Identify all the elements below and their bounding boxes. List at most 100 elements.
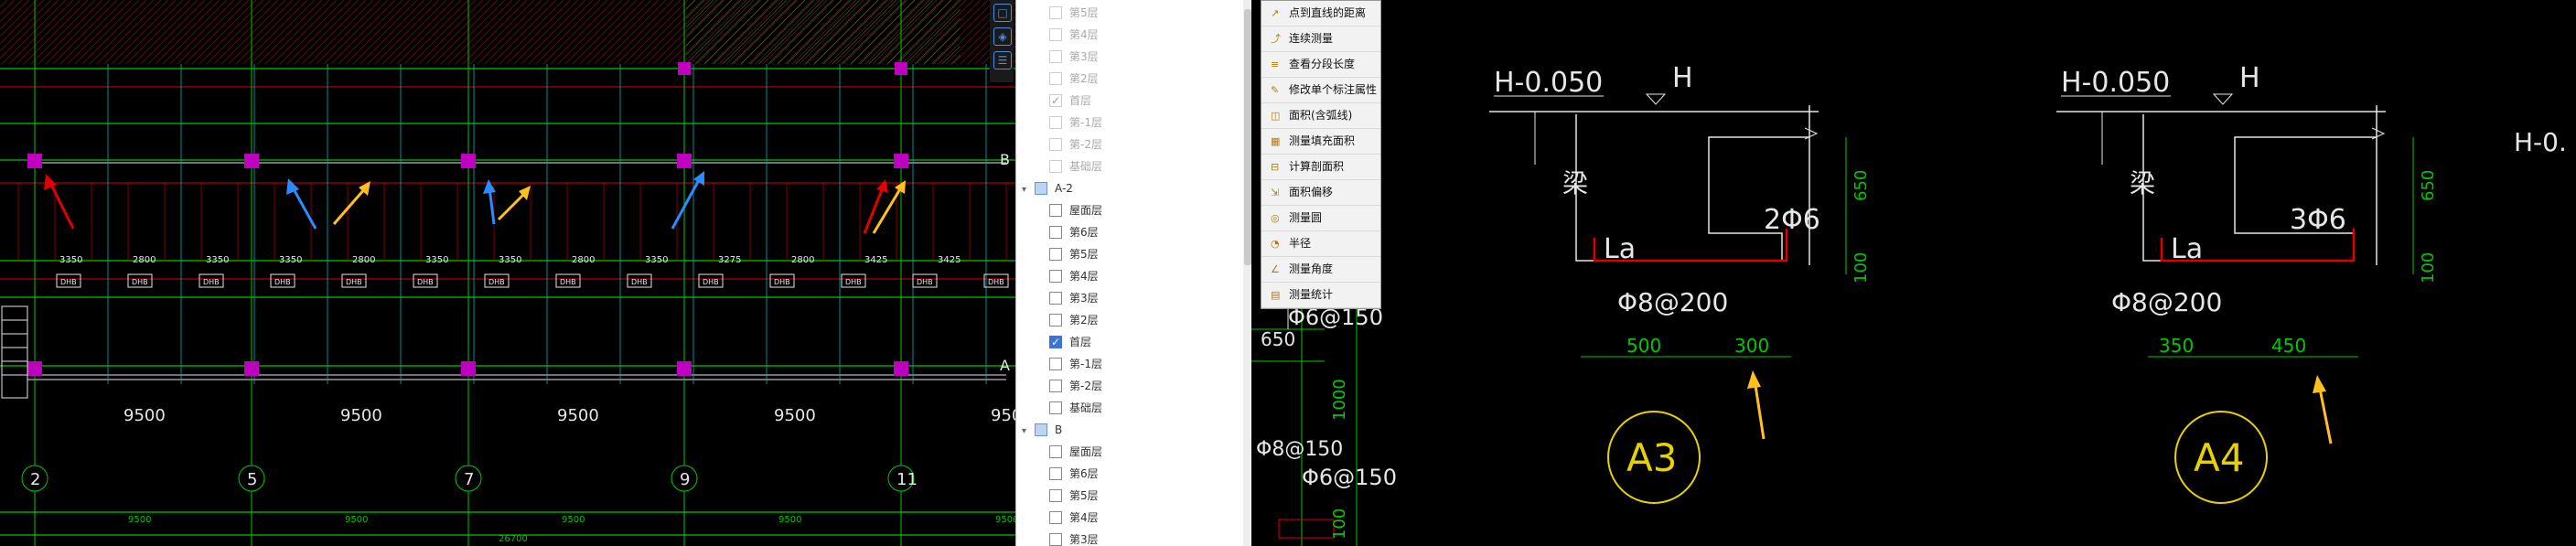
tree-item-label: 第5层 xyxy=(1069,6,1099,19)
tree-floor-item[interactable]: 首层 xyxy=(1049,331,1091,353)
grid-lines-horizontal xyxy=(0,68,1015,536)
tree-floor-item[interactable]: 第-2层 xyxy=(1049,134,1102,155)
tree-group-b[interactable]: ▾B xyxy=(1022,419,1062,441)
tree-floor-item[interactable]: 第-1层 xyxy=(1049,353,1102,375)
tree-floor-item[interactable]: 第-1层 xyxy=(1049,112,1102,134)
tree-floor-item[interactable]: 第2层 xyxy=(1049,309,1099,331)
floor-checkbox[interactable] xyxy=(1049,313,1062,327)
room-box xyxy=(341,273,367,288)
right-cad-viewport[interactable]: 150 650 Φ6@150 Φ8@150 Φ6@150 850 600 150… xyxy=(1251,0,2576,546)
menu-item-edit-annotation[interactable]: ✎修改单个标注属性 xyxy=(1261,78,1380,103)
tree-item-label: A-2 xyxy=(1055,182,1073,195)
tree-floor-item[interactable]: 第2层 xyxy=(1049,68,1099,90)
tree-scroll-thumb[interactable] xyxy=(1244,9,1251,265)
tree-floor-item[interactable]: ✓首层 xyxy=(1049,90,1091,112)
floor-checkbox[interactable] xyxy=(1049,291,1062,305)
tree-floor-item[interactable]: 第3层 xyxy=(1049,46,1099,68)
select-tool-icon[interactable]: □ xyxy=(993,4,1012,22)
tree-item-label: 第-1层 xyxy=(1069,358,1102,370)
floor-checkbox[interactable] xyxy=(1049,137,1062,151)
expand-caret-icon[interactable]: ▾ xyxy=(1022,185,1027,195)
menu-item-segment-length[interactable]: ≡查看分段长度 xyxy=(1261,52,1380,78)
floor-checkbox[interactable] xyxy=(1049,5,1062,19)
a3-tag: A3 xyxy=(1626,435,1677,480)
tree-group-a-2[interactable]: ▾ A-2 xyxy=(1022,177,1073,199)
floor-checkbox[interactable] xyxy=(1049,203,1062,217)
tree-floor-item[interactable]: 第5层 xyxy=(1049,2,1099,24)
a3-rebar-bottom: Φ8@200 xyxy=(1617,287,1728,317)
tree-floor-item[interactable]: 第4层 xyxy=(1049,265,1099,287)
menu-item-area-arc[interactable]: ◫面积(含弧线) xyxy=(1261,103,1380,129)
top-dim-label: 2800 xyxy=(791,255,814,265)
tree-floor-item[interactable]: 第6层 xyxy=(1049,221,1099,243)
tree-item-label: 第5层 xyxy=(1069,248,1099,261)
a3-beam-label: 梁 xyxy=(1562,168,1588,198)
section-area-icon: ⊟ xyxy=(1271,161,1280,173)
menu-item-fill-area[interactable]: ▦测量填充面积 xyxy=(1261,129,1380,155)
room-label: DHB xyxy=(560,278,576,286)
column-row-a xyxy=(677,361,692,376)
tree-floor-item[interactable]: 屋面层 xyxy=(1049,199,1102,221)
menu-item-angle[interactable]: ∠测量角度 xyxy=(1261,257,1380,283)
floor-checkbox[interactable] xyxy=(1049,510,1062,524)
floor-checkbox[interactable] xyxy=(1049,466,1062,480)
menu-item-section-area[interactable]: ⊟计算剖面积 xyxy=(1261,155,1380,180)
floor-checkbox[interactable] xyxy=(1049,115,1062,129)
axis-bubble xyxy=(671,465,698,492)
top-dim-label: 2800 xyxy=(133,255,156,265)
tree-scrollbar[interactable] xyxy=(1243,0,1252,546)
menu-item-circle-measure[interactable]: ◎测量圆 xyxy=(1261,206,1380,231)
room-box xyxy=(912,273,938,288)
menu-item-continuous-measure[interactable]: ⤴连续测量 xyxy=(1261,27,1380,52)
tree-item-label: 第-1层 xyxy=(1069,116,1102,129)
bottom-dim-label: 9500 xyxy=(562,515,585,525)
column-top xyxy=(895,62,907,75)
floor-checkbox[interactable] xyxy=(1049,159,1062,173)
tree-floor-item[interactable]: 第5层 xyxy=(1049,243,1099,265)
tree-floor-item[interactable]: 第3层 xyxy=(1049,529,1099,546)
tree-floor-item[interactable]: 屋面层 xyxy=(1049,441,1102,463)
tree-floor-item[interactable]: 基础层 xyxy=(1049,397,1102,419)
floor-checkbox[interactable] xyxy=(1049,379,1062,392)
bottom-total-dim: 26700 xyxy=(499,534,528,544)
floor-checkbox[interactable] xyxy=(1049,27,1062,41)
axis-number: 2 xyxy=(30,470,40,489)
tree-floor-item[interactable]: 第3层 xyxy=(1049,287,1099,309)
floor-checkbox[interactable]: ✓ xyxy=(1049,93,1062,107)
floor-checkbox[interactable] xyxy=(1049,357,1062,370)
floor-checkbox[interactable] xyxy=(1049,71,1062,85)
expand-caret-icon[interactable]: ▾ xyxy=(1022,426,1027,436)
floor-checkbox[interactable] xyxy=(1049,49,1062,63)
menu-item-statistics[interactable]: ▤测量统计 xyxy=(1261,283,1380,308)
menu-item-radius[interactable]: ◔半径 xyxy=(1261,231,1380,257)
tree-floor-item[interactable]: 第4层 xyxy=(1049,507,1099,529)
section-details-drawing[interactable]: 150 650 Φ6@150 Φ8@150 Φ6@150 850 600 150… xyxy=(1251,0,2576,546)
menu-item-point-line[interactable]: ↗点到直线的距离 xyxy=(1261,1,1380,27)
columns xyxy=(27,62,908,376)
tree-floor-item[interactable]: 第6层 xyxy=(1049,463,1099,485)
floor-checkbox[interactable] xyxy=(1049,444,1062,458)
floor-checkbox[interactable] xyxy=(1049,247,1062,261)
layer-tool-icon[interactable]: ◈ xyxy=(993,27,1012,46)
tree-floor-item[interactable]: 基础层 xyxy=(1049,155,1102,177)
tree-floor-item[interactable]: 第4层 xyxy=(1049,24,1099,46)
floor-checkbox[interactable] xyxy=(1049,225,1062,239)
floor-checkbox[interactable] xyxy=(1049,331,1062,353)
menu-item-area-offset[interactable]: ⇲面积偏移 xyxy=(1261,180,1380,206)
floor-checkbox[interactable] xyxy=(1049,488,1062,502)
bottom-dimension-row: 95009500950095009500 xyxy=(128,515,1015,525)
a4-dim-450: 450 xyxy=(2271,335,2306,357)
a3-dim-650: 650 xyxy=(1852,170,1871,201)
floor-checkbox[interactable] xyxy=(1049,401,1062,414)
floor-checkbox[interactable] xyxy=(1049,269,1062,283)
room-label: DHB xyxy=(631,278,648,286)
properties-tool-icon[interactable]: ☰ xyxy=(993,51,1012,70)
floor-checkbox[interactable] xyxy=(1049,532,1062,546)
tree-floor-item[interactable]: 第-2层 xyxy=(1049,375,1102,397)
tree-floor-item[interactable]: 第5层 xyxy=(1049,485,1099,507)
left-rebar-2: Φ8@150 xyxy=(1256,438,1343,461)
axis-number: 7 xyxy=(464,470,474,489)
